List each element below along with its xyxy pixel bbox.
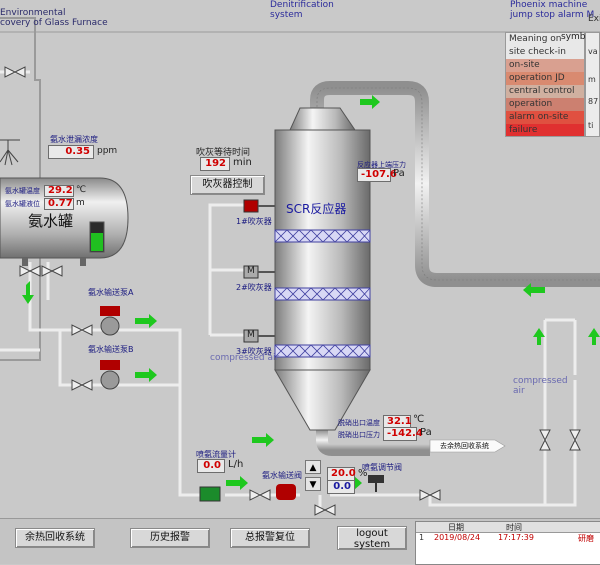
alarm-table: 日期 时间 1 2019/08/24 17:17:39 研磨: [415, 521, 600, 565]
reg-actual-value: 0.0: [327, 480, 355, 494]
leak-label: 氨水泄漏浓度: [50, 135, 98, 144]
outlet-temp-label: 脱硝出口温度: [338, 419, 380, 427]
reactor-inlet-pressure-unit: Pa: [393, 168, 405, 179]
header-title-right-2[interactable]: jump stop alarm M: [510, 10, 595, 20]
tank-name: 氨水罐: [28, 212, 74, 230]
pump-a-label: 氨水输送泵A: [88, 288, 134, 297]
reg-set-value[interactable]: 20.0: [327, 467, 356, 481]
legend-row: operation JD: [506, 72, 584, 85]
outlet-pressure-unit: Pa: [420, 427, 432, 438]
compressed-air-right: compressed air: [513, 376, 568, 396]
soot-control-button[interactable]: 吹灰器控制: [190, 175, 265, 195]
logout-button[interactable]: logout system: [337, 526, 407, 550]
reg-decrease-button[interactable]: ▼: [305, 477, 321, 491]
alarm-col-date: 日期: [448, 523, 464, 532]
alarm-row-text[interactable]: 研磨: [578, 534, 594, 543]
temp-value: 29.2: [44, 185, 74, 197]
valves: [4, 66, 581, 516]
flowmeter-label: 喷氨流量计: [196, 450, 236, 459]
soot-wait-value: 192: [200, 157, 230, 171]
reg-valve-label: 喷氨调节阀: [362, 463, 402, 472]
header-title-center-1: Denitrification: [270, 0, 334, 10]
pump-b-label: 氨水输送泵B: [88, 345, 134, 354]
alarm-col-time: 时间: [506, 523, 522, 532]
reactor-inlet-pressure-value: -107.6: [357, 168, 397, 182]
heat-recovery-button[interactable]: 余热回收系统: [15, 528, 95, 548]
compressed-air-left: compressed air: [210, 353, 280, 363]
legend-row: alarm on-site: [506, 111, 584, 124]
exit-button[interactable]: Exi: [588, 14, 600, 24]
blower-1-label: 1#吹灰器: [236, 217, 272, 226]
alarm-row-date[interactable]: 2019/08/24: [434, 533, 481, 542]
outlet-pressure-value: -142.4: [383, 427, 423, 441]
header-title-left-2: covery of Glass Furnace: [0, 18, 108, 28]
level-label: 氨水罐液位: [5, 200, 40, 208]
legend-row: failure: [506, 124, 584, 136]
reg-unit: %: [358, 468, 368, 479]
temp-unit: ℃: [76, 185, 87, 195]
motor-3-icon[interactable]: M: [247, 330, 255, 340]
soot-wait-label: 吹灰等待时间: [196, 148, 251, 158]
legend-side-mark: 87: [588, 97, 599, 106]
alarm-row-time[interactable]: 17:17:39: [498, 533, 534, 542]
legend-side-mark: va: [588, 47, 598, 56]
level-value: 0.77: [44, 198, 74, 210]
blower-2-label: 2#吹灰器: [236, 283, 272, 292]
pumps: [100, 306, 296, 500]
flowmeter-unit: L/h: [228, 459, 244, 470]
flowmeter-value: 0.0: [197, 459, 225, 473]
header-title-right-1[interactable]: Phoenix machine: [510, 0, 588, 10]
outlet-temp-unit: ℃: [413, 414, 425, 425]
catalyst-layers: [274, 229, 371, 358]
reactor-name: SCR反应器: [286, 202, 347, 216]
leak-value: 0.35: [48, 145, 94, 159]
level-unit: m: [76, 198, 85, 208]
legend-row: Meaning on: [506, 33, 584, 46]
legend-symbol-label: symbol: [561, 32, 594, 42]
reg-increase-button[interactable]: ▲: [305, 460, 321, 474]
temp-label: 氨水罐温度: [5, 187, 40, 195]
blower-3-label: 3#吹灰器: [236, 347, 272, 356]
alarm-reset-button[interactable]: 总报警复位: [230, 528, 310, 548]
legend-side-mark: m: [588, 75, 596, 84]
soot-wait-unit: min: [233, 157, 252, 168]
alarm-row-index[interactable]: 1: [419, 533, 425, 542]
legend-side-strip: va m 87 ti: [585, 32, 600, 137]
reactor-inlet-pressure-label: 反应器上端压力: [357, 161, 406, 169]
header-title-left-1: Environmental: [0, 8, 66, 18]
header-title-center-2: system: [270, 10, 303, 20]
to-heat-recovery-label[interactable]: 去余热回收系统: [440, 442, 489, 450]
legend-row: site check-in: [506, 46, 584, 59]
legend-side-mark: ti: [588, 121, 594, 130]
leak-unit: ppm: [97, 146, 118, 156]
motor-2-icon[interactable]: M: [247, 266, 255, 276]
legend-row: central control: [506, 85, 584, 98]
legend-row: operation: [506, 98, 584, 111]
ammonia-valve-label: 氨水输送阀: [262, 471, 302, 480]
outlet-pressure-label: 脱硝出口压力: [338, 431, 380, 439]
legend-row: on-site: [506, 59, 584, 72]
history-alarm-button[interactable]: 历史报警: [130, 528, 210, 548]
